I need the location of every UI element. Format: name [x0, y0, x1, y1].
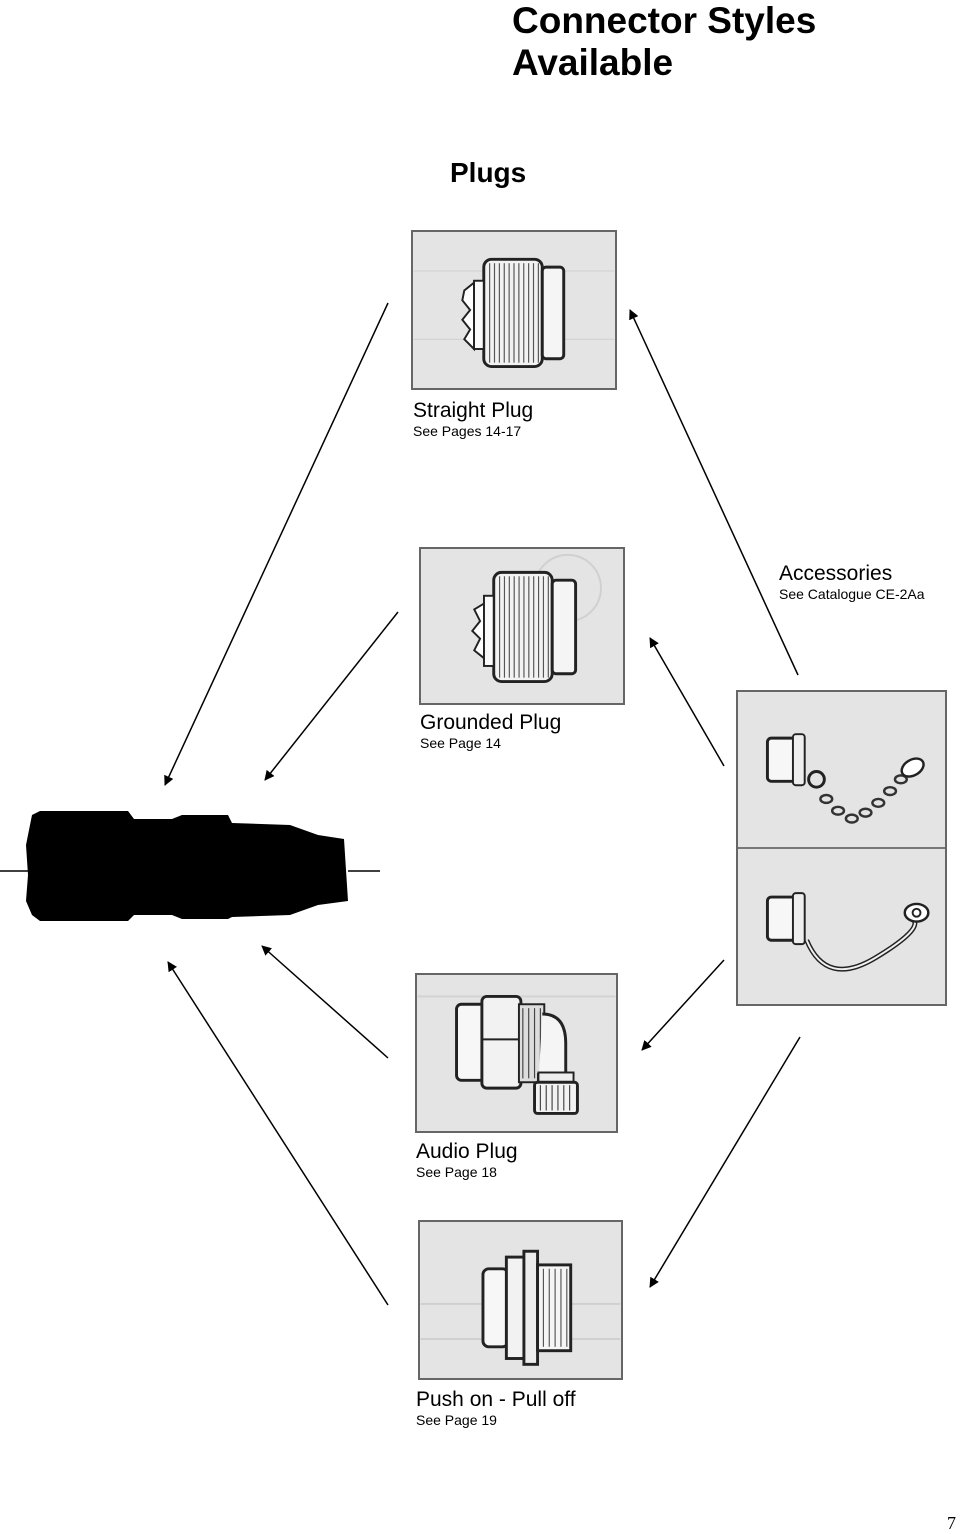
page-title-line-2: Available: [512, 42, 674, 83]
arrow-accessories-to-grounded: [649, 637, 725, 767]
audio-plug-caption: Audio Plug See Page 18: [416, 1140, 518, 1181]
accessories-ref: See Catalogue CE-2Aa: [779, 586, 925, 602]
push-pull-plug-caption: Push on - Pull off See Page 19: [416, 1388, 576, 1429]
push-pull-plug-photo: [418, 1220, 623, 1380]
push-pull-plug-icon: [420, 1222, 621, 1378]
arrow-accessories-to-straight: [629, 309, 799, 676]
arrow-pushpull-to-body: [167, 961, 389, 1306]
accessory-caps-icon: [738, 692, 945, 1004]
page-title-line-1: Connector Styles: [512, 0, 817, 41]
straight-plug-title: Straight Plug: [413, 399, 534, 422]
grounded-plug-icon: [421, 549, 623, 703]
audio-plug-ref: See Page 18: [416, 1164, 497, 1180]
grounded-plug-ref: See Page 14: [420, 735, 501, 751]
accessories-title: Accessories: [779, 562, 893, 585]
audio-plug-photo: [415, 973, 618, 1133]
section-title: Plugs: [450, 157, 527, 188]
straight-plug-photo: [411, 230, 617, 390]
grounded-plug-caption: Grounded Plug See Page 14: [420, 711, 561, 752]
straight-plug-icon: [413, 232, 615, 388]
arrow-accessories-to-pushpull: [649, 1036, 801, 1288]
arrow-audio-to-body: [261, 945, 389, 1059]
arrow-straight-to-body: [164, 302, 389, 786]
arrow-grounded-to-body: [264, 611, 399, 781]
straight-plug-ref: See Pages 14-17: [413, 423, 522, 439]
grounded-plug-title: Grounded Plug: [420, 711, 562, 734]
accessories-photo: [736, 690, 947, 1006]
push-pull-plug-ref: See Page 19: [416, 1412, 497, 1428]
grounded-plug-photo: [419, 547, 625, 705]
straight-plug-caption: Straight Plug See Pages 14-17: [413, 399, 533, 440]
accessories-caption: Accessories See Catalogue CE-2Aa: [779, 562, 925, 603]
audio-plug-title: Audio Plug: [416, 1140, 518, 1163]
page-title: Connector Styles Available: [512, 0, 932, 84]
arrow-accessories-to-audio: [641, 959, 725, 1051]
page-number: 7: [947, 1513, 956, 1533]
central-plug-silhouette: [0, 811, 380, 921]
audio-plug-icon: [417, 975, 616, 1131]
push-pull-plug-title: Push on - Pull off: [416, 1388, 576, 1411]
